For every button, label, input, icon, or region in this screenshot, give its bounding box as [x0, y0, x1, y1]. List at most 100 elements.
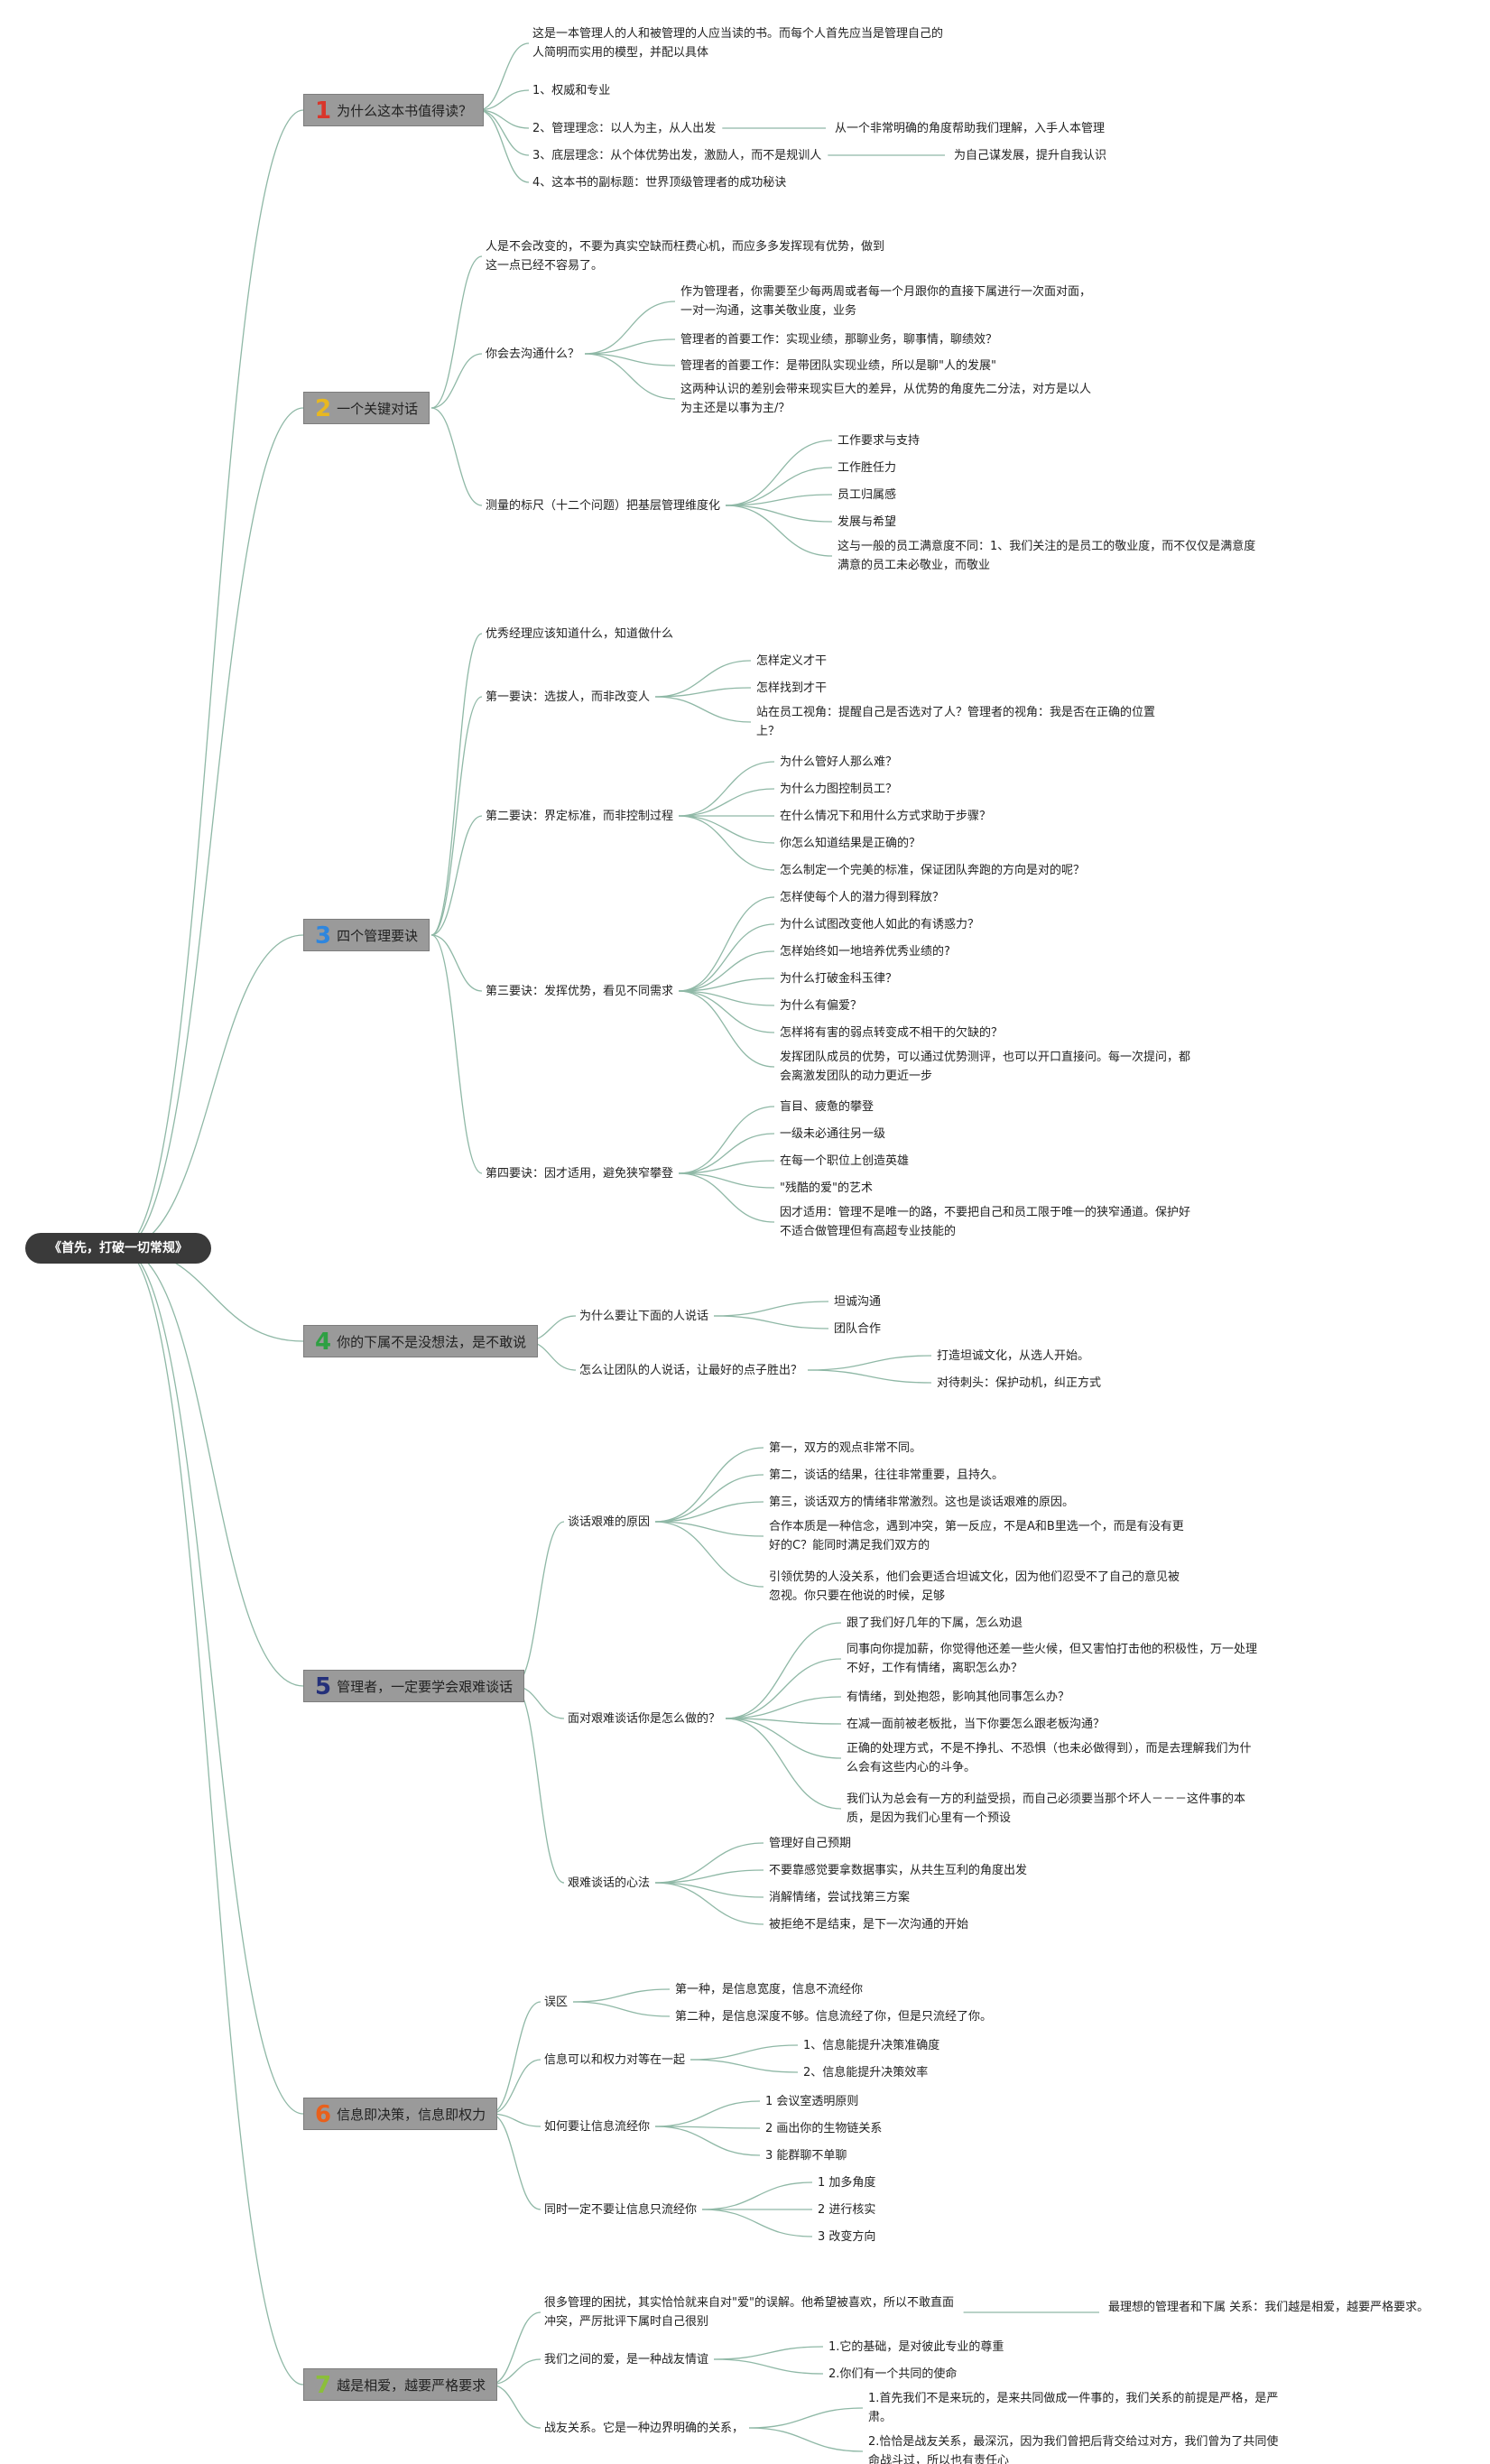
branch-item[interactable]: 第一要诀：选拔人，而非改变人 [486, 690, 651, 704]
leaf-item[interactable]: 在什么情况下和用什么方式求助于步骤？ [780, 809, 992, 823]
leaf-item[interactable]: 1 会议室透明原则 [765, 2094, 859, 2108]
branch-item[interactable]: 这是一本管理人的人和被管理的人应当读的书。而每个人首先应当是管理自己的 人简明而… [532, 27, 944, 60]
branch-item[interactable]: 我们之间的爱，是一种战友情谊 [544, 2352, 709, 2367]
leaf-item[interactable]: 一级未必通往另一级 [780, 1126, 886, 1141]
leaf-item[interactable]: 在每一个职位上创造英雄 [780, 1153, 910, 1168]
leaf-item[interactable]: 2 画出你的生物链关系 [765, 2121, 883, 2135]
item-to-leaf-link [572, 2001, 671, 2017]
branch-item[interactable]: 谈话艰难的原因 [568, 1515, 651, 1529]
leaf-item[interactable]: 怎样找到才干 [756, 681, 828, 695]
leaf-item[interactable]: 为什么力图控制员工？ [780, 782, 898, 796]
leaf-item[interactable]: 怎样使每个人的潜力得到释放？ [780, 890, 945, 904]
leaf-item[interactable]: 为什么试图改变他人如此的有诱惑力？ [780, 917, 980, 931]
branch-item[interactable]: 你会去沟通什么？ [486, 347, 580, 361]
leaf-item[interactable]: 合作本质是一种信念，遇到冲突，第一反应，不是A和B里选一个，而是有没有更 好的C… [769, 1520, 1184, 1552]
leaf-item[interactable]: 怎么制定一个完美的标准，保证团队奔跑的方向是对的呢？ [780, 863, 1086, 877]
leaf-item[interactable]: 1、信息能提升决策准确度 [803, 2038, 940, 2052]
leaf-item[interactable]: 怎样始终如一地培养优秀业绩的? [780, 944, 950, 959]
leaf-item[interactable]: 引领优势的人没关系，他们会更适合坦诚文化，因为他们忍受不了自己的意见被 忽视。你… [769, 1570, 1180, 1603]
leaf-item[interactable]: 管理者的首要工作：实现业绩，那聊业务，聊事情，聊绩效？ [680, 332, 998, 347]
leaf-item[interactable]: 1 加多角度 [818, 2175, 876, 2190]
branch-item[interactable]: 面对艰难谈话你是怎么做的？ [568, 1711, 721, 1726]
branch-item[interactable]: 1、权威和专业 [532, 83, 611, 97]
leaf-item[interactable]: 第一种，是信息宽度，信息不流经你 [675, 1982, 864, 1996]
side-note[interactable]: 为自己谋发展，提升自我认识 [954, 148, 1107, 162]
leaf-item[interactable]: 坦诚沟通 [834, 1294, 882, 1309]
leaf-item[interactable]: 对待刺头：保护动机，纠正方式 [937, 1376, 1102, 1390]
leaf-item[interactable]: 1.它的基础，是对彼此专业的尊重 [828, 2339, 1004, 2354]
leaf-item[interactable]: 盲目、疲惫的攀登 [780, 1099, 875, 1114]
leaf-item[interactable]: 工作胜任力 [838, 460, 897, 475]
leaf-item[interactable]: 2 进行核实 [818, 2202, 876, 2217]
leaf-item[interactable]: "残酷的爱"的艺术 [780, 1181, 873, 1195]
leaf-item[interactable]: 打造坦诚文化，从选人开始。 [937, 1348, 1090, 1363]
branch-item[interactable]: 人是不会改变的，不要为真实空缺而枉费心机，而应多多发挥现有优势，做到 这一点已经… [486, 240, 885, 273]
leaf-item[interactable]: 为什么有偏爱？ [780, 998, 863, 1013]
leaf-item[interactable]: 第二，谈话的结果，往往非常重要，且持久。 [769, 1468, 1004, 1482]
leaf-item[interactable]: 团队合作 [834, 1321, 882, 1336]
branch-item[interactable]: 第二要诀：界定标准，而非控制过程 [486, 809, 674, 823]
leaf-item[interactable]: 发挥团队成员的优势，可以通过优势测评，也可以开口直接问。每一次提问，都 会离激发… [780, 1051, 1191, 1083]
side-note[interactable]: 最理想的管理者和下属 关系：我们越是相爱，越要严格要求。 [1108, 2300, 1430, 2314]
leaf-item[interactable]: 发展与希望 [838, 514, 897, 529]
leaf-item[interactable]: 不要靠感觉要拿数据事实，从共生互利的角度出发 [769, 1863, 1028, 1877]
branch-item[interactable]: 误区 [544, 1995, 569, 2009]
leaf-item[interactable]: 被拒绝不是结束，是下一次沟通的开始 [769, 1917, 969, 1931]
leaf-item[interactable]: 第一，双方的观点非常不同。 [769, 1440, 922, 1455]
leaf-item[interactable]: 为什么打破金科玉律？ [780, 971, 898, 986]
item-to-leaf-link [654, 660, 752, 698]
leaf-item[interactable]: 同事向你提加薪，你觉得他还差一些火候，但又害怕打击他的积极性，万一处理 不好，工… [847, 1643, 1258, 1675]
leaf-item[interactable]: 这两种认识的差别会带来现实巨大的差异，从优势的角度先二分法，对方是以人 为主还是… [680, 383, 1092, 415]
branch-item[interactable]: 第三要诀：发挥优势，看见不同需求 [486, 984, 674, 998]
side-note[interactable]: 从一个非常明确的角度帮助我们理解，入手人本管理 [835, 121, 1106, 135]
leaf-item[interactable]: 站在员工视角：提醒自己是否选对了人？管理者的视角：我是否在正确的位置 上？ [756, 706, 1156, 738]
branch-item[interactable]: 很多管理的困扰，其实恰恰就来自对"爱"的误解。他希望被喜欢，所以不敢直面 冲突，… [544, 2296, 954, 2329]
branch-item[interactable]: 战友关系。它是一种边界明确的关系， [544, 2421, 745, 2435]
branch-item[interactable]: 优秀经理应该知道什么，知道做什么 [486, 626, 674, 641]
leaf-item[interactable]: 1.首先我们不是来玩的，是来共同做成一件事的，我们关系的前提是严格，是严 肃。 [868, 2392, 1279, 2424]
branch-item[interactable]: 艰难谈话的心法 [568, 1876, 651, 1890]
leaf-item[interactable]: 3 改变方向 [818, 2229, 876, 2244]
leaf-item[interactable]: 员工归属感 [838, 487, 897, 502]
branch-item[interactable]: 同时一定不要让信息只流经你 [544, 2202, 698, 2217]
leaf-item[interactable]: 为什么管好人那么难？ [780, 755, 898, 769]
leaf-item[interactable]: 2.你们有一个共同的使命 [828, 2367, 958, 2381]
leaf-item[interactable]: 跟了我们好几年的下属，怎么劝退 [847, 1616, 1023, 1630]
leaf-item[interactable]: 有情绪，到处抱怨，影响其他同事怎么办？ [847, 1690, 1070, 1704]
leaf-item[interactable]: 怎样定义才干 [756, 653, 828, 668]
leaf-item[interactable]: 怎样将有害的弱点转变成不相干的欠缺的？ [780, 1025, 1004, 1040]
branch-item[interactable]: 测量的标尺（十二个问题）把基层管理维度化 [486, 498, 721, 513]
leaf-item[interactable]: 消解情绪，尝试找第三方案 [769, 1890, 911, 1904]
leaf-item[interactable]: 管理者的首要工作：是带团队实现业绩，所以是聊"人的发展" [680, 358, 996, 373]
root-node[interactable]: 《首先，打破一切常规》 [25, 1233, 211, 1264]
branch-item[interactable]: 信息可以和权力对等在一起 [544, 2052, 686, 2067]
leaf-item[interactable]: 你怎么知道结果是正确的？ [780, 836, 921, 850]
leaf-item[interactable]: 因才适用：管理不是唯一的路，不要把自己和员工限于唯一的狭窄通道。保护好 不适合做… [780, 1206, 1191, 1238]
leaf-item[interactable]: 管理好自己预期 [769, 1836, 852, 1850]
branch-item[interactable]: 如何要让信息流经你 [544, 2119, 651, 2134]
leaf-item[interactable]: 作为管理者，你需要至少每两周或者每一个月跟你的直接下属进行一次面对面， 一对一沟… [680, 285, 1092, 318]
leaf-item[interactable]: 第二种，是信息深度不够。信息流经了你，但是只流经了你。 [675, 2009, 993, 2024]
leaf-item[interactable]: 3 能群聊不单聊 [765, 2148, 847, 2163]
leaf-item[interactable]: 这与一般的员工满意度不同：1、我们关注的是员工的敬业度，而不仅仅是满意度 满意的… [838, 540, 1256, 572]
branch-item[interactable]: 为什么要让下面的人说话 [579, 1309, 709, 1323]
branch-item[interactable]: 4、这本书的副标题：世界顶级管理者的成功秘诀 [532, 175, 787, 190]
leaf-item[interactable]: 我们认为总会有一方的利益受损，而自己必须要当那个坏人－－－这件事的本 质，是因为… [847, 1792, 1246, 1825]
leaf-item[interactable]: 2、信息能提升决策效率 [803, 2065, 929, 2080]
leaf-item[interactable]: 工作要求与支持 [838, 433, 921, 448]
leaf-item[interactable]: 在减一面前被老板批，当下你要怎么跟老板沟通？ [847, 1717, 1106, 1731]
branch-item[interactable]: 2、管理理念：以人为主，从人出发 [532, 121, 717, 135]
leaf-item[interactable]: 第三，谈话双方的情绪非常激烈。这也是谈话艰难的原因。 [769, 1495, 1075, 1509]
branch-item[interactable]: 怎么让团队的人说话，让最好的点子胜出？ [579, 1363, 803, 1377]
leaf-item[interactable]: 正确的处理方式，不是不挣扎、不恐惧（也未必做得到），而是去理解我们为什 么会有这… [847, 1742, 1252, 1774]
leaf-item[interactable]: 2.恰恰是战友关系，最深沉，因为我们曾把后背交给过对方，我们曾为了共同使 命战斗… [868, 2435, 1279, 2464]
branch-item[interactable]: 3、底层理念：从个体优势出发，激励人，而不是规训人 [532, 148, 822, 162]
branch-item[interactable]: 第四要诀：因才适用，避免狭窄攀登 [486, 1166, 674, 1181]
